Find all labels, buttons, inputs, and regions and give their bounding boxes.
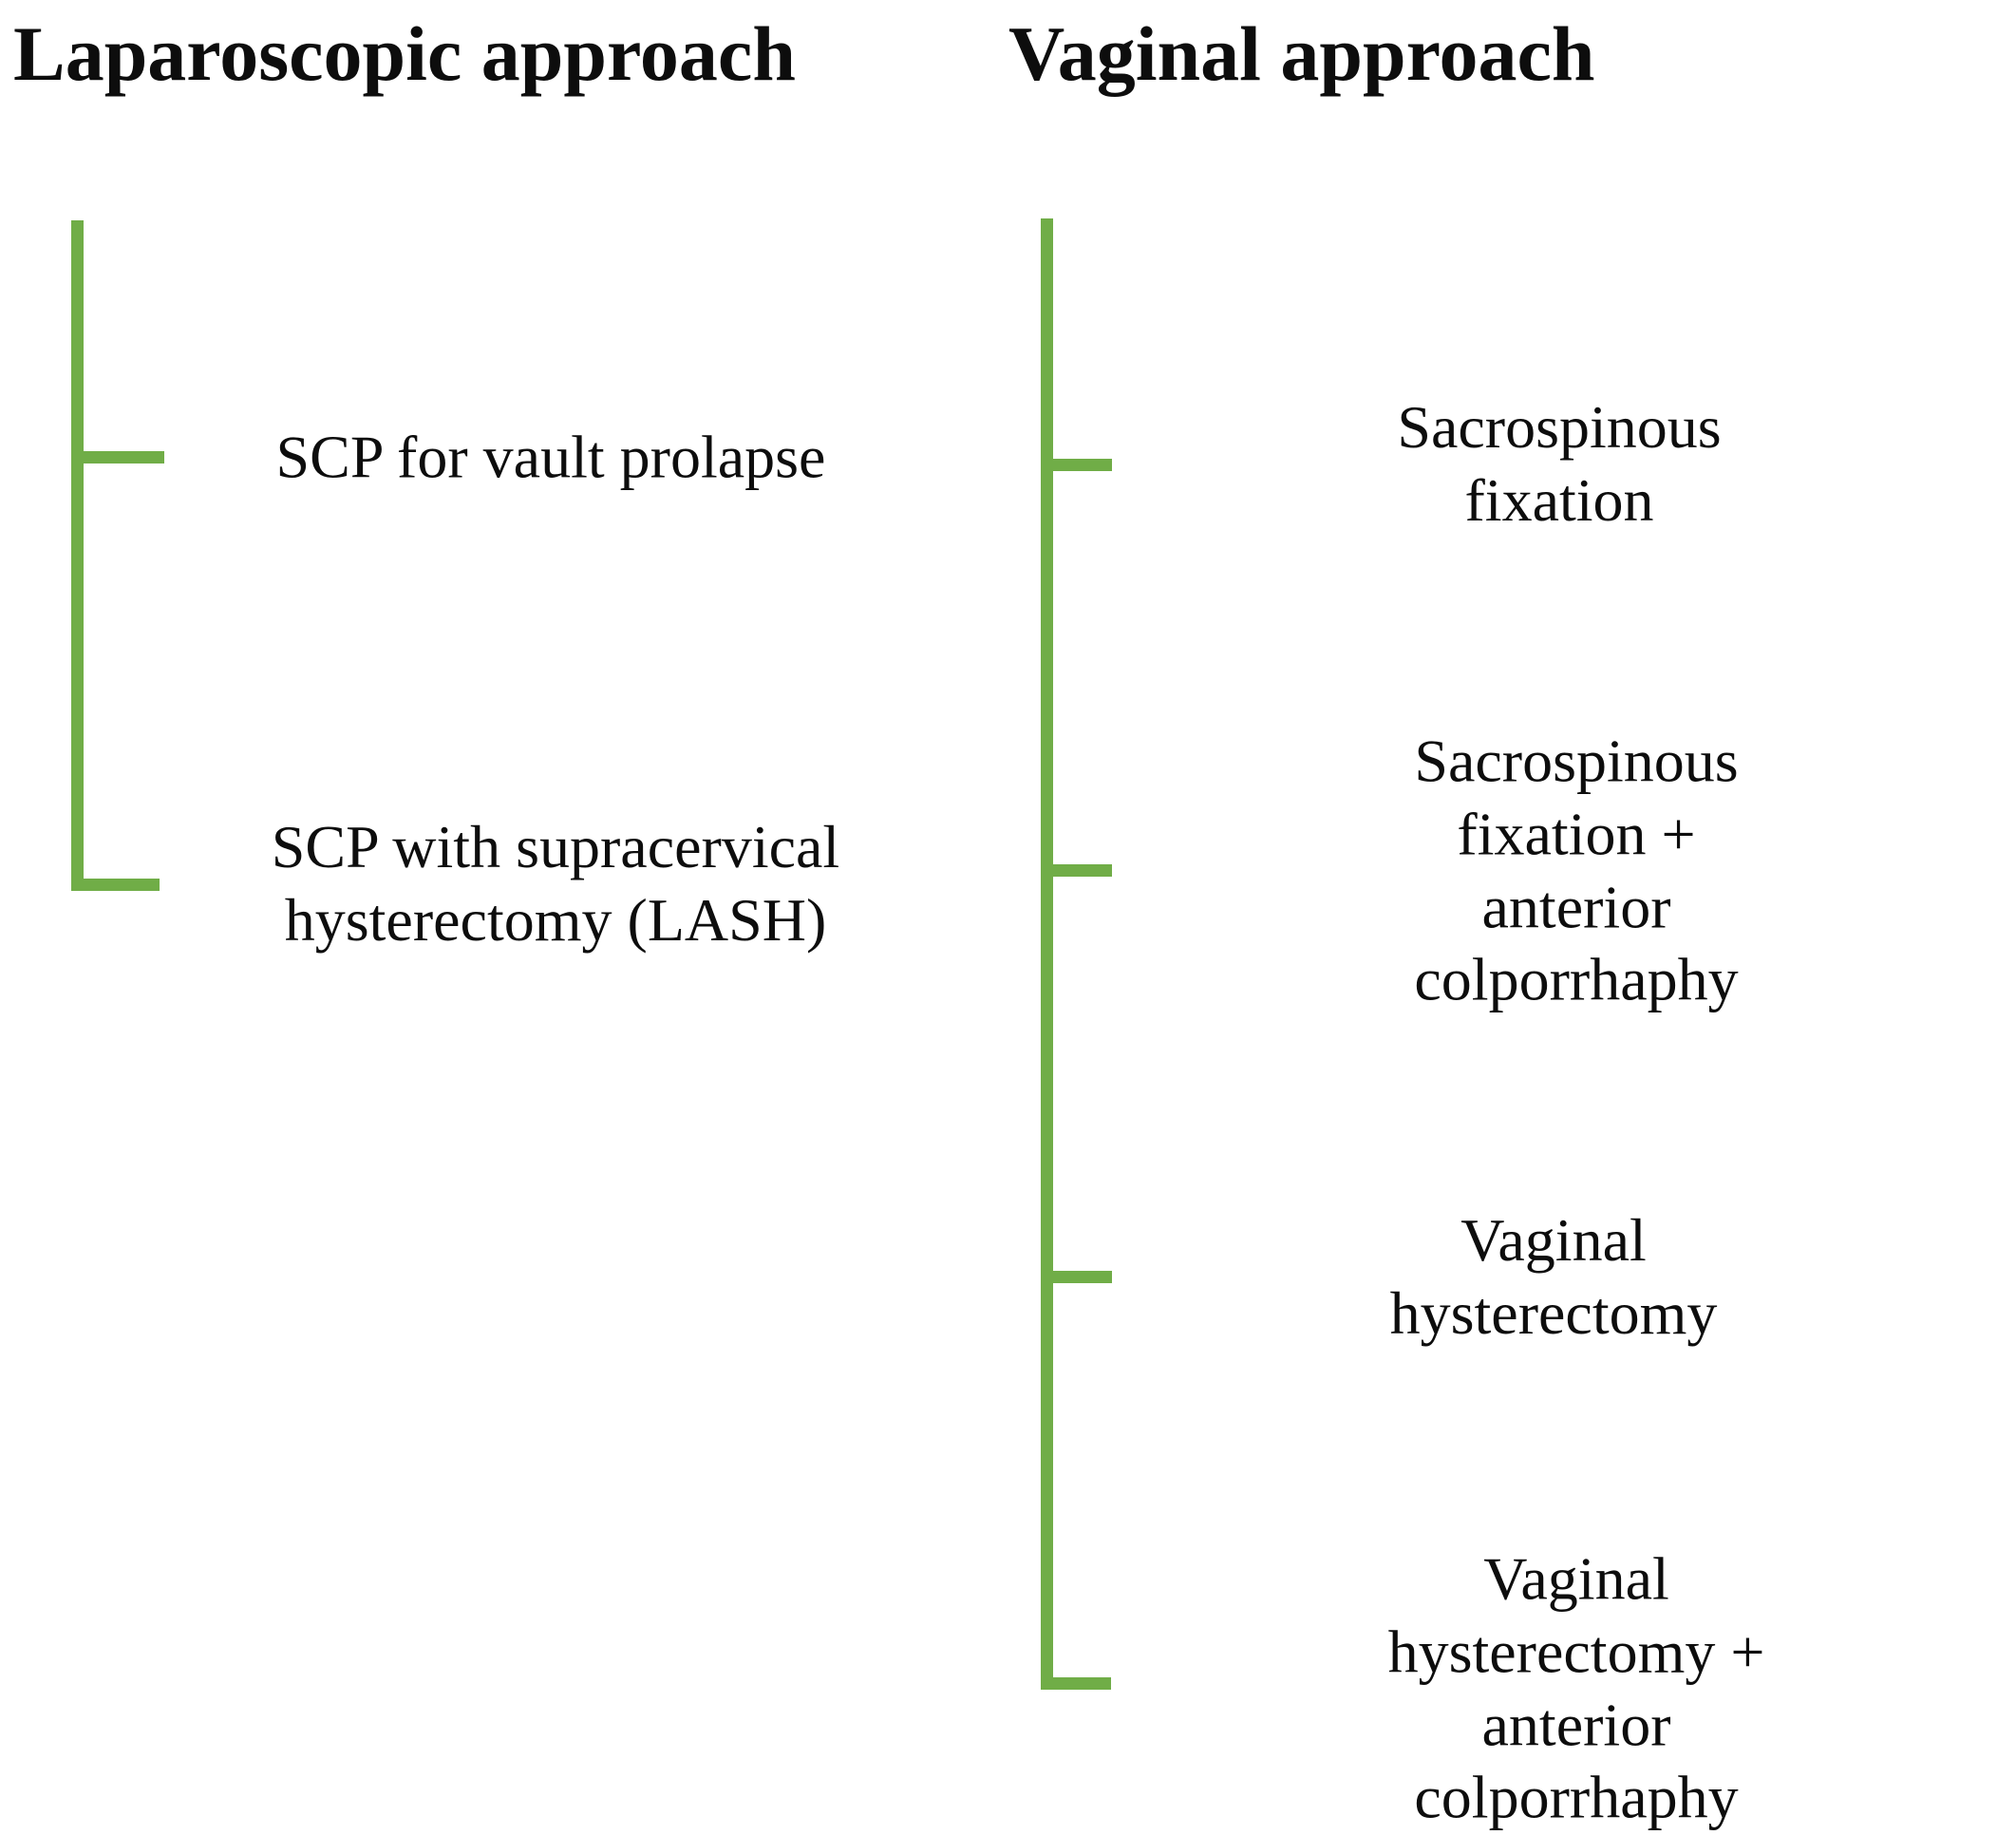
- vaginal-approach-heading: Vaginal approach: [1008, 10, 1595, 97]
- laparoscopic-item-2-label: SCP with supracervical hysterectomy (LAS…: [271, 813, 840, 954]
- vaginal-branch-foot: [1041, 1677, 1111, 1690]
- laparoscopic-item-1-label: SCP for vault prolapse: [275, 423, 826, 491]
- vaginal-item-1-label: Sacrospinous fixation: [1397, 393, 1722, 534]
- vaginal-item-4-label: Vaginal hysterectomy + anterior colporrh…: [1387, 1544, 1765, 1831]
- vaginal-branch-tick-1: [1041, 459, 1112, 471]
- vaginal-item-2-label: Sacrospinous fixation + anterior colporr…: [1414, 727, 1739, 1013]
- laparoscopic-approach-heading: Laparoscopic approach: [13, 10, 796, 97]
- vaginal-branch-tick-2: [1041, 864, 1112, 877]
- vaginal-tree-trunk: [1041, 218, 1053, 1690]
- vaginal-branch-tick-3: [1041, 1271, 1112, 1283]
- laparoscopic-tree-trunk: [71, 220, 84, 891]
- vaginal-item-3-label: Vaginal hysterectomy: [1389, 1206, 1718, 1347]
- diagram-canvas: Laparoscopic approach Vaginal approach S…: [13, 10, 1764, 1831]
- laparoscopic-branch-foot: [71, 879, 160, 891]
- laparoscopic-branch-tick-1: [71, 451, 164, 463]
